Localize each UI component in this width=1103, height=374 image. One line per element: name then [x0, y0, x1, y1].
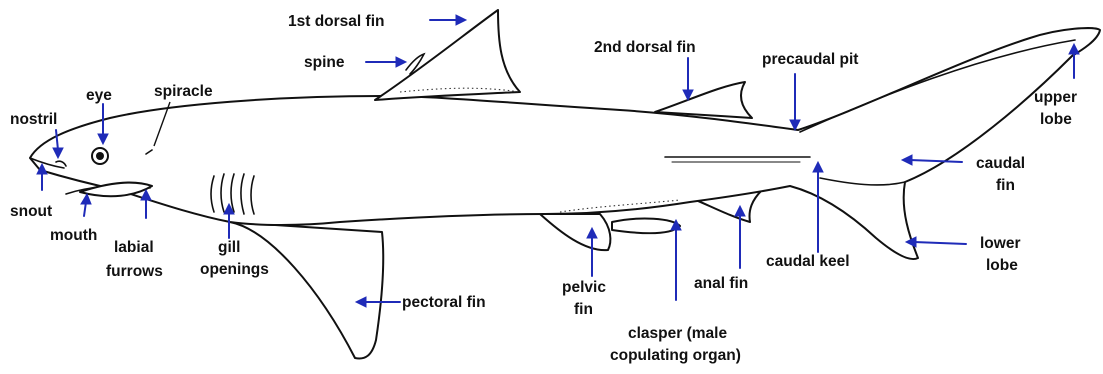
pelvic-fin-shape — [540, 214, 610, 250]
label-labial-furrows-line2: furrows — [106, 263, 163, 280]
label-gill-openings-line2: openings — [200, 261, 269, 278]
label-caudal-fin-line2: fin — [996, 177, 1015, 194]
label-precaudal-pit: precaudal pit — [762, 51, 858, 68]
label-gill-openings-line1: gill — [218, 239, 240, 256]
label-eye: eye — [86, 87, 112, 104]
label-mouth: mouth — [50, 227, 97, 244]
label-caudal-keel: caudal keel — [766, 253, 850, 270]
label-pectoral-fin: pectoral fin — [402, 294, 486, 311]
label-lower-lobe-line1: lower — [980, 235, 1020, 252]
label-anal-fin: anal fin — [694, 275, 748, 292]
label-pelvic-fin-line1: pelvic — [562, 279, 606, 296]
label-lower-lobe-line2: lobe — [986, 257, 1018, 274]
label-labial-furrows-line1: labial — [114, 239, 154, 256]
label-clasper-line1: clasper (male — [628, 325, 727, 342]
label-spiracle: spiracle — [154, 83, 213, 100]
label-nostril: nostril — [10, 111, 57, 128]
shark-outline — [30, 10, 1100, 358]
eye-pupil — [96, 152, 104, 160]
label-upper-lobe-line1: upper — [1034, 89, 1077, 106]
label-spine: spine — [304, 54, 345, 71]
label-pelvic-fin-line2: fin — [574, 301, 593, 318]
first-dorsal-fin-shape — [375, 10, 520, 100]
label-clasper-line2: copulating organ) — [610, 347, 741, 364]
clasper-shape — [612, 219, 680, 234]
second-dorsal-fin-shape — [655, 82, 752, 118]
label-upper-lobe-line2: lobe — [1040, 111, 1072, 128]
label-first-dorsal-fin: 1st dorsal fin — [288, 13, 384, 30]
label-snout: snout — [10, 203, 52, 220]
label-caudal-fin-line1: caudal — [976, 155, 1025, 172]
label-second-dorsal-fin: 2nd dorsal fin — [594, 39, 696, 56]
pectoral-fin-shape — [230, 222, 383, 358]
